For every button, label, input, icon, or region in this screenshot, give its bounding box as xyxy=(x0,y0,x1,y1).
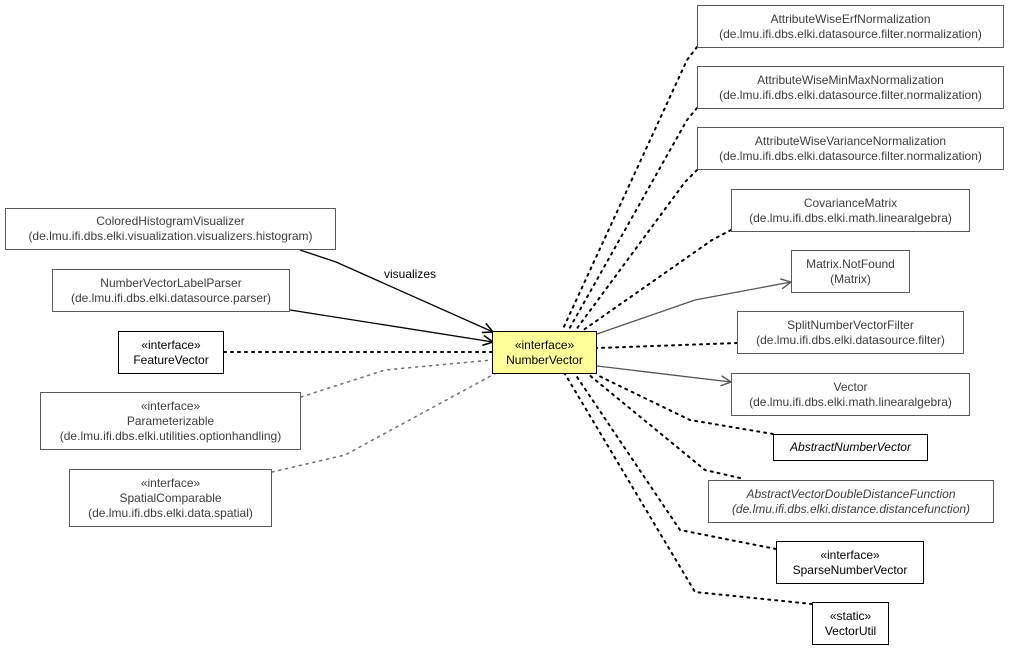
class-name: AttributeWiseErfNormalization xyxy=(770,11,931,26)
edge-variance xyxy=(574,169,698,332)
edge-parameterizable xyxy=(300,359,493,398)
class-name: CovarianceMatrix xyxy=(803,195,898,210)
class-abstractvectordoubledistancefunction[interactable]: AbstractVectorDoubleDistanceFunction (de… xyxy=(708,480,994,523)
class-stereotype: «interface» xyxy=(141,337,201,352)
class-name: Matrix.NotFound xyxy=(806,256,895,271)
class-vectorutil[interactable]: «static» VectorUtil xyxy=(812,602,889,645)
edge-matrix-notfound xyxy=(596,282,791,335)
class-package: (de.lmu.ifi.dbs.elki.datasource.filter.n… xyxy=(719,87,982,102)
interface-sparsenumbervector[interactable]: «interface» SparseNumberVector xyxy=(776,541,924,584)
class-package: (de.lmu.ifi.dbs.elki.math.linearalgebra) xyxy=(749,394,952,409)
class-name: ColoredHistogramVisualizer xyxy=(96,214,245,228)
class-splitnumbervectorfilter[interactable]: SplitNumberVectorFilter (de.lmu.ifi.dbs.… xyxy=(737,311,964,354)
class-name: SplitNumberVectorFilter xyxy=(787,317,914,332)
class-package: (de.lmu.ifi.dbs.elki.math.linearalgebra) xyxy=(749,210,952,225)
class-stereotype: «interface» xyxy=(140,475,201,490)
class-package: (de.lmu.ifi.dbs.elki.data.spatial) xyxy=(88,505,253,520)
class-package: (de.lmu.ifi.dbs.elki.datasource.filter) xyxy=(756,332,945,347)
class-name: FeatureVector xyxy=(133,352,209,367)
edge-vector xyxy=(596,365,731,382)
class-vector[interactable]: Vector (de.lmu.ifi.dbs.elki.math.lineara… xyxy=(731,373,970,416)
edge-sparsenumbervector xyxy=(574,373,777,550)
class-stereotype: «static» xyxy=(829,608,872,623)
class-name: VectorUtil xyxy=(824,623,877,638)
interface-spatialcomparable[interactable]: «interface» SpatialComparable (de.lmu.if… xyxy=(69,469,272,527)
class-attributewisevariancenormalization[interactable]: AttributeWiseVarianceNormalization (de.l… xyxy=(697,127,1004,170)
edge-minmax xyxy=(567,107,698,332)
class-coloredhistogramvisualizer[interactable]: ColoredHistogramVisualizer (de.lmu.ifi.d… xyxy=(5,208,336,250)
class-name: SparseNumberVector xyxy=(792,562,908,577)
class-package: (de.lmu.ifi.dbs.elki.datasource.filter.n… xyxy=(719,26,982,41)
class-package: (de.lmu.ifi.dbs.elki.distance.distancefu… xyxy=(731,501,971,516)
class-name: AttributeWiseVarianceNormalization xyxy=(754,133,947,148)
class-covariancematrix[interactable]: CovarianceMatrix (de.lmu.ifi.dbs.elki.ma… xyxy=(731,189,970,232)
class-name: NumberVectorLabelParser xyxy=(100,275,242,290)
class-numbervector[interactable]: «interface» NumberVector xyxy=(492,331,597,374)
class-package: (de.lmu.ifi.dbs.elki.datasource.filter.n… xyxy=(719,148,982,163)
class-name: Parameterizable xyxy=(126,413,215,428)
class-attributewiseerfnormalization[interactable]: AttributeWiseErfNormalization (de.lmu.if… xyxy=(697,5,1004,48)
class-name: Vector xyxy=(833,379,868,394)
class-abstractnumbervector[interactable]: AbstractNumberVector xyxy=(773,434,928,461)
class-package: (de.lmu.ifi.dbs.elki.datasource.parser) xyxy=(70,290,272,305)
interface-parameterizable[interactable]: «interface» Parameterizable (de.lmu.ifi.… xyxy=(40,392,301,450)
edge-splitfilter xyxy=(596,342,738,349)
class-package: (de.lmu.ifi.dbs.elki.visualization.visua… xyxy=(28,229,313,243)
class-name: SpatialComparable xyxy=(119,490,222,505)
class-package: (Matrix) xyxy=(830,271,871,286)
class-matrix-notfound[interactable]: Matrix.NotFound (Matrix) xyxy=(791,250,910,293)
edge-visualizes xyxy=(299,249,493,332)
class-stereotype: «interface» xyxy=(140,398,201,413)
class-name: AbstractVectorDoubleDistanceFunction xyxy=(746,486,956,501)
class-name: AbstractNumberVector xyxy=(790,440,911,454)
class-stereotype: «interface» xyxy=(820,547,880,562)
numbervector-stereotype: «interface» xyxy=(514,337,575,352)
numbervector-name: NumberVector xyxy=(506,352,583,367)
edge-spatialcomparable xyxy=(271,371,499,473)
class-attributewiseminmaxnormalization[interactable]: AttributeWiseMinMaxNormalization (de.lmu… xyxy=(697,66,1004,109)
interface-featurevector[interactable]: «interface» FeatureVector xyxy=(118,331,224,374)
edge-erf xyxy=(561,46,698,332)
class-package: (de.lmu.ifi.dbs.elki.utilities.optionhan… xyxy=(59,428,282,443)
class-name: AttributeWiseMinMaxNormalization xyxy=(757,72,944,87)
class-numbervectorlabelparser[interactable]: NumberVectorLabelParser (de.lmu.ifi.dbs.… xyxy=(52,269,290,312)
edge-abstractnumbervector xyxy=(596,374,774,435)
edge-vectorutil xyxy=(564,373,813,605)
edge-covariance xyxy=(581,229,732,332)
edge-abstractvectordistance xyxy=(587,373,741,479)
edge-label-visualizes: visualizes xyxy=(384,267,437,281)
edge-parser-uses xyxy=(289,309,493,342)
